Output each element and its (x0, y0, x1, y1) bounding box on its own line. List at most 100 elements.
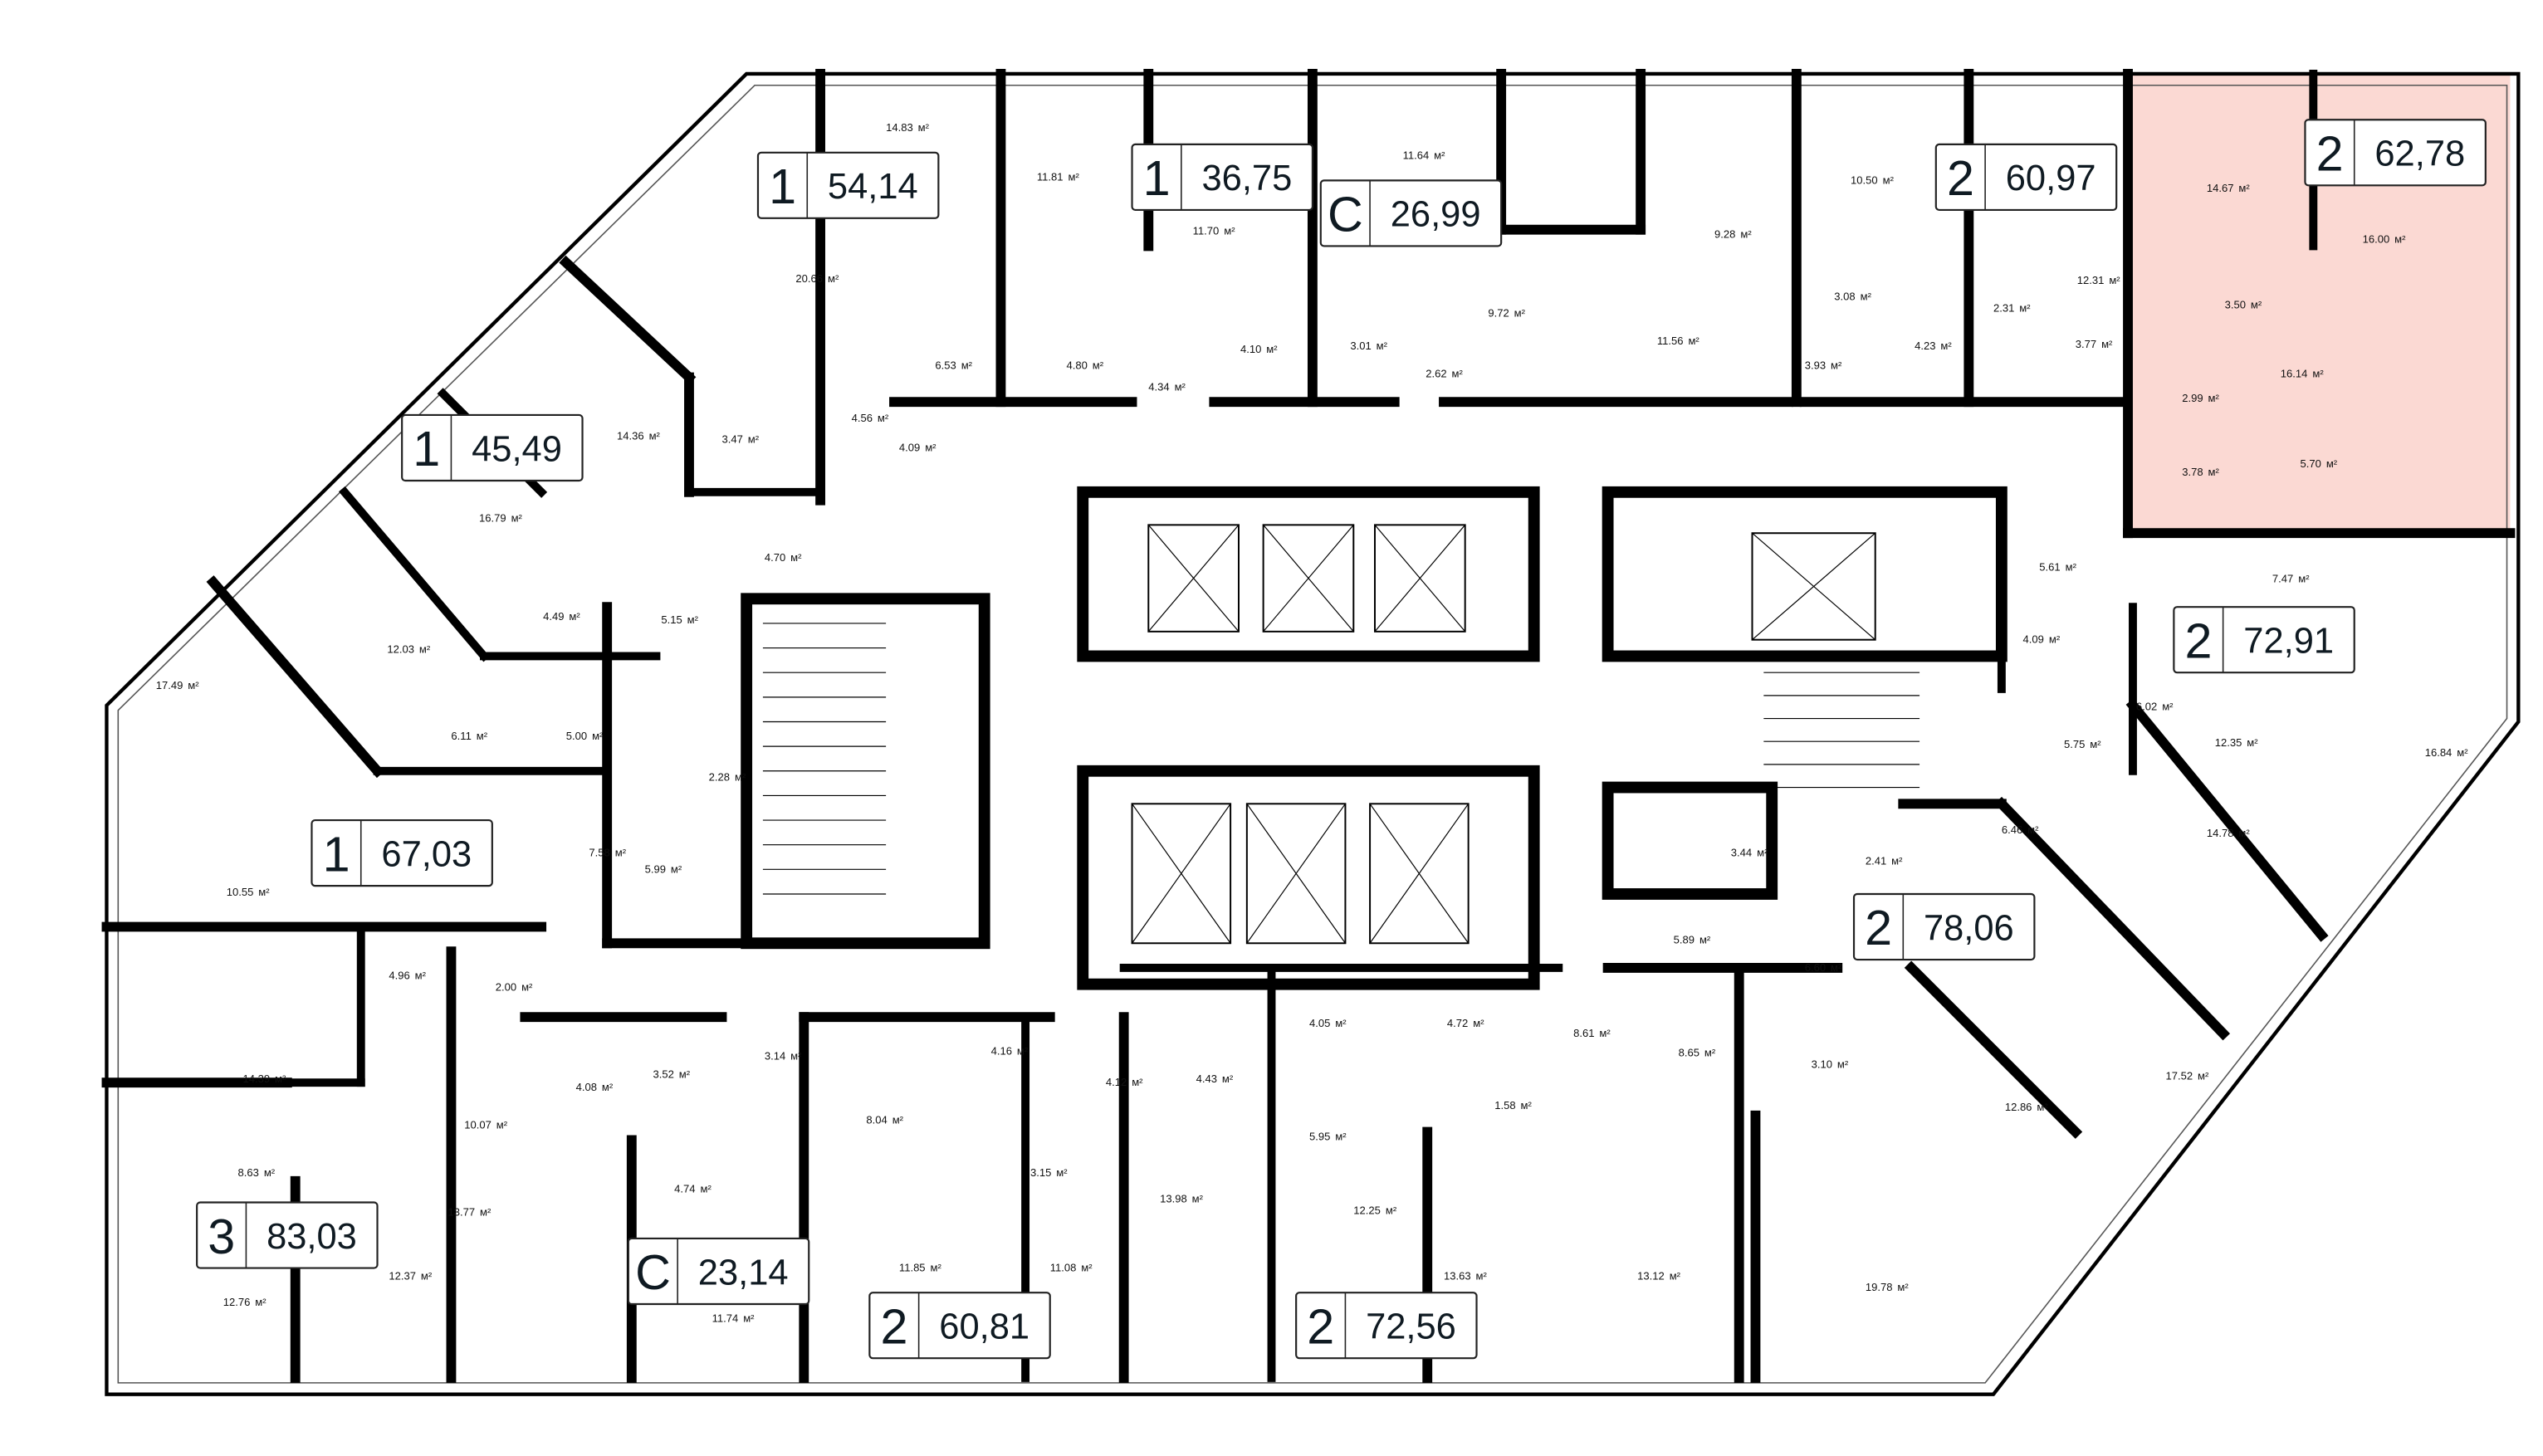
room-area-value: 2.99 (2182, 392, 2203, 404)
area-unit: м² (258, 886, 270, 898)
area-unit: м² (255, 1296, 267, 1308)
room-area-value: 16.84 (2425, 746, 2453, 759)
apartment-room-count: C (1328, 187, 1363, 242)
area-unit: м² (2251, 299, 2262, 311)
room-area-value: 4.96 (389, 970, 409, 982)
room-area-value: 5.70 (2301, 457, 2321, 470)
room-area-value: 3.50 (2225, 299, 2246, 311)
wall (339, 486, 490, 662)
room-area-value: 3.77 (2076, 338, 2096, 350)
elevator-shaft-icon (1245, 803, 1347, 945)
apartment-label-box (2304, 119, 2487, 187)
room-area-value: 4.49 (543, 610, 564, 623)
area-unit: м² (1514, 306, 1526, 319)
room-area-value: 6.46 (2002, 823, 2022, 836)
area-unit: м² (687, 613, 699, 626)
room-area-value: 12.03 (387, 642, 414, 655)
room-area-value: 4.12 (1106, 1076, 1127, 1088)
room-area-value: 5.89 (1674, 933, 1695, 945)
room-area-value: 2.00 (496, 981, 516, 994)
room-area-value: 4.70 (765, 551, 785, 564)
room-area-value: 4.05 (1309, 1017, 1330, 1029)
area-unit: м² (1757, 847, 1768, 859)
apartment-room-count: 2 (1947, 150, 1974, 206)
area-unit: м² (1224, 225, 1235, 237)
area-unit: м² (2027, 823, 2039, 836)
area-unit: м² (2198, 1069, 2209, 1082)
apartment-label-box (868, 1292, 1051, 1360)
apartment-label-box (401, 413, 584, 482)
room-area-value: 5.75 (2064, 738, 2085, 750)
apartment-total-area: 54,14 (828, 167, 918, 207)
room-area-value: 5.61 (2039, 561, 2060, 574)
room-area-value: 12.37 (389, 1269, 416, 1282)
room-area-value: 4.74 (674, 1183, 695, 1195)
area-unit: м² (671, 862, 682, 875)
area-unit: м² (419, 642, 431, 655)
room-area-label: 3.44 м² (1731, 847, 1768, 859)
room-area-value: 5.00 (566, 730, 587, 742)
area-unit: м² (1386, 1204, 1397, 1216)
apartment-total-area: 67,03 (381, 834, 472, 874)
area-unit: м² (892, 1114, 904, 1126)
apartment-total-area: 62,78 (2374, 134, 2465, 174)
room-area-value: 2.41 (1866, 854, 1886, 867)
area-unit: м² (1017, 1045, 1029, 1058)
room-area-value: 4.43 (1196, 1072, 1217, 1085)
area-unit: м² (415, 970, 427, 982)
area-unit: м² (1473, 1017, 1484, 1029)
area-unit: м² (2326, 457, 2338, 470)
area-unit: м² (2312, 368, 2324, 380)
apartment-label-box (627, 1237, 810, 1306)
apartment-room-count: 2 (881, 1298, 908, 1354)
area-unit: м² (480, 1205, 491, 1218)
wall (1904, 960, 2083, 1139)
room-area-value: 7.47 (2272, 573, 2293, 585)
room-area-value: 10.07 (464, 1119, 491, 1131)
area-unit: м² (1521, 1099, 1533, 1112)
building-core (741, 486, 2008, 990)
elevator-shaft-icon (1374, 524, 1466, 633)
area-unit: м² (2162, 701, 2174, 713)
apartment-room-count: 1 (413, 421, 440, 476)
room-area-value: 4.34 (1148, 380, 1169, 393)
apartment-label-box (196, 1201, 379, 1269)
room-area-value: 3.01 (1350, 340, 1371, 352)
room-area-value: 3.44 (1731, 847, 1752, 859)
room-area-value: 12.25 (1353, 1204, 1381, 1216)
